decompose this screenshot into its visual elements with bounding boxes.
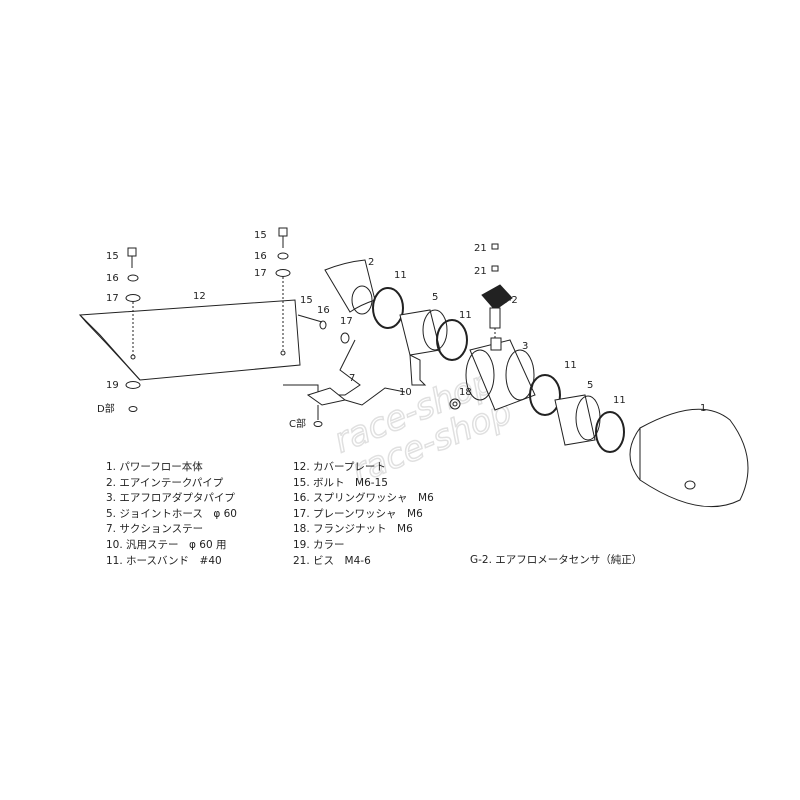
legend-item: 15. ボルト M6-15 xyxy=(293,476,388,489)
hose-band-4 xyxy=(595,411,625,453)
legend-item: 19. カラー xyxy=(293,538,345,551)
callout-3: 3 xyxy=(522,341,528,352)
legend-item: 3. エアフロアダプタパイプ xyxy=(106,492,235,505)
intake-pipe xyxy=(324,259,376,315)
callout-d-part: D部 xyxy=(97,402,115,415)
callout-18: 18 xyxy=(459,387,472,398)
joint-hose-1 xyxy=(399,309,448,356)
legend-item: 5. ジョイントホース φ 60 xyxy=(106,507,237,520)
flange-nut xyxy=(449,398,461,410)
callout-1: 1 xyxy=(700,403,706,414)
parts-legend-col2: 12. カバープレート 15. ボルト M6-15 16. スプリングワッシャ … xyxy=(293,460,434,569)
parts-legend-col3: G-2. エアフロメータセンサ（純正） xyxy=(470,553,642,569)
legend-item: 1. パワーフロー本体 xyxy=(106,461,203,473)
callout-5: 5 xyxy=(587,380,593,391)
joint-hose-2 xyxy=(554,394,601,446)
legend-item: 7. サクションステー xyxy=(106,523,204,536)
legend-item: 11. ホースバンド #40 xyxy=(106,554,222,567)
callout-17: 17 xyxy=(106,293,119,304)
callouts: 15 16 17 12 19 D部 15 16 17 15 16 17 7 C部… xyxy=(97,230,706,430)
hose-band-2 xyxy=(436,319,468,361)
callout-16: 16 xyxy=(317,305,330,316)
legend-item: 10. 汎用ステー φ 60 用 xyxy=(106,538,227,551)
callout-7: 7 xyxy=(349,373,355,384)
bolt-stack-middle xyxy=(275,227,291,350)
callout-11: 11 xyxy=(394,270,407,281)
legend-item: 18. フランジナット M6 xyxy=(293,523,413,536)
callout-11: 11 xyxy=(459,310,472,321)
legend-item: 2. エアインテークパイプ xyxy=(106,476,224,489)
callout-19: 19 xyxy=(106,380,119,391)
power-flow-filter xyxy=(629,408,749,508)
legend-item: 17. プレーンワッシャ M6 xyxy=(293,507,423,520)
callout-c-part: C部 xyxy=(289,417,306,430)
callout-16: 16 xyxy=(106,273,119,284)
callout-10: 10 xyxy=(399,387,412,398)
legend-item: 16. スプリングワッシャ M6 xyxy=(293,492,434,505)
legend-item: 21. ビス M4-6 xyxy=(293,554,371,567)
airflow-adapter-pipe xyxy=(465,337,536,411)
callout-11: 11 xyxy=(613,395,626,406)
callout-5: 5 xyxy=(432,292,438,303)
stay-10 xyxy=(409,354,427,386)
callout-21: 21 xyxy=(474,243,487,254)
callout-15: 15 xyxy=(300,295,313,306)
hose-band-3 xyxy=(529,374,561,416)
callout-16: 16 xyxy=(254,251,267,262)
callout-12: 12 xyxy=(193,291,206,302)
parts-legend-col1: 1. パワーフロー本体 2. エアインテークパイプ 3. エアフロアダプタパイプ… xyxy=(106,460,237,569)
airflow-sensor xyxy=(481,243,513,338)
cover-plate xyxy=(78,299,301,381)
callout-11: 11 xyxy=(564,360,577,371)
callout-21: 21 xyxy=(474,266,487,277)
callout-g2: G-2 xyxy=(500,295,518,306)
bolt-stack-left xyxy=(125,247,141,412)
callout-17: 17 xyxy=(340,316,353,327)
callout-15: 15 xyxy=(254,230,267,241)
hose-band-1 xyxy=(372,287,404,329)
suction-stay xyxy=(283,314,406,427)
legend-item: G-2. エアフロメータセンサ（純正） xyxy=(470,554,643,566)
callout-17: 17 xyxy=(254,268,267,279)
legend-item: 12. カバープレート xyxy=(293,461,386,473)
callout-15: 15 xyxy=(106,251,119,262)
callout-2: 2 xyxy=(368,257,374,268)
